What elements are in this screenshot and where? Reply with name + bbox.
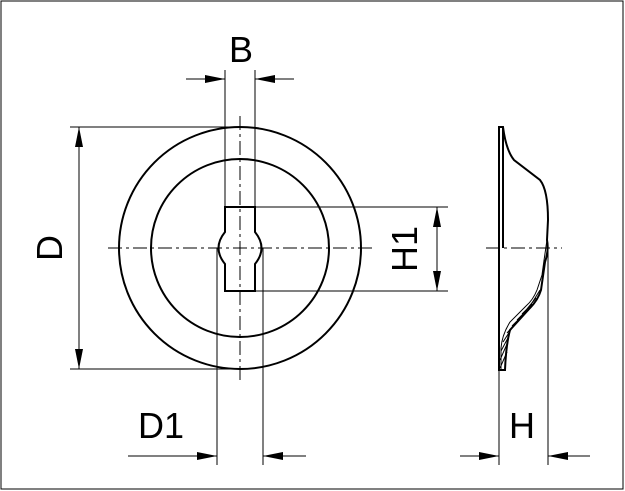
arrow-h1-bottom: [433, 271, 441, 291]
arrow-h-left: [479, 452, 499, 460]
label-h: H: [509, 405, 535, 446]
label-h1: H1: [384, 226, 425, 272]
dimension-b: B: [186, 29, 294, 207]
side-view: H: [460, 126, 590, 465]
arrow-h1-top: [433, 207, 441, 227]
side-section: [500, 239, 549, 371]
arrow-d-top: [75, 127, 83, 147]
dimension-h1: H1: [255, 206, 448, 292]
dimension-d1: D1: [128, 248, 306, 465]
arrow-h-right: [548, 452, 568, 460]
label-d1: D1: [138, 405, 184, 446]
arrow-d1-right: [263, 452, 283, 460]
arrow-b-left: [205, 75, 225, 83]
label-b: B: [229, 29, 253, 70]
arrow-b-right: [255, 75, 275, 83]
arrow-d1-left: [197, 452, 217, 460]
arrow-d-bottom: [75, 349, 83, 369]
front-view: [108, 116, 372, 380]
dimension-d: D: [29, 126, 240, 370]
label-d: D: [29, 235, 70, 261]
section-hatching: [499, 289, 541, 369]
